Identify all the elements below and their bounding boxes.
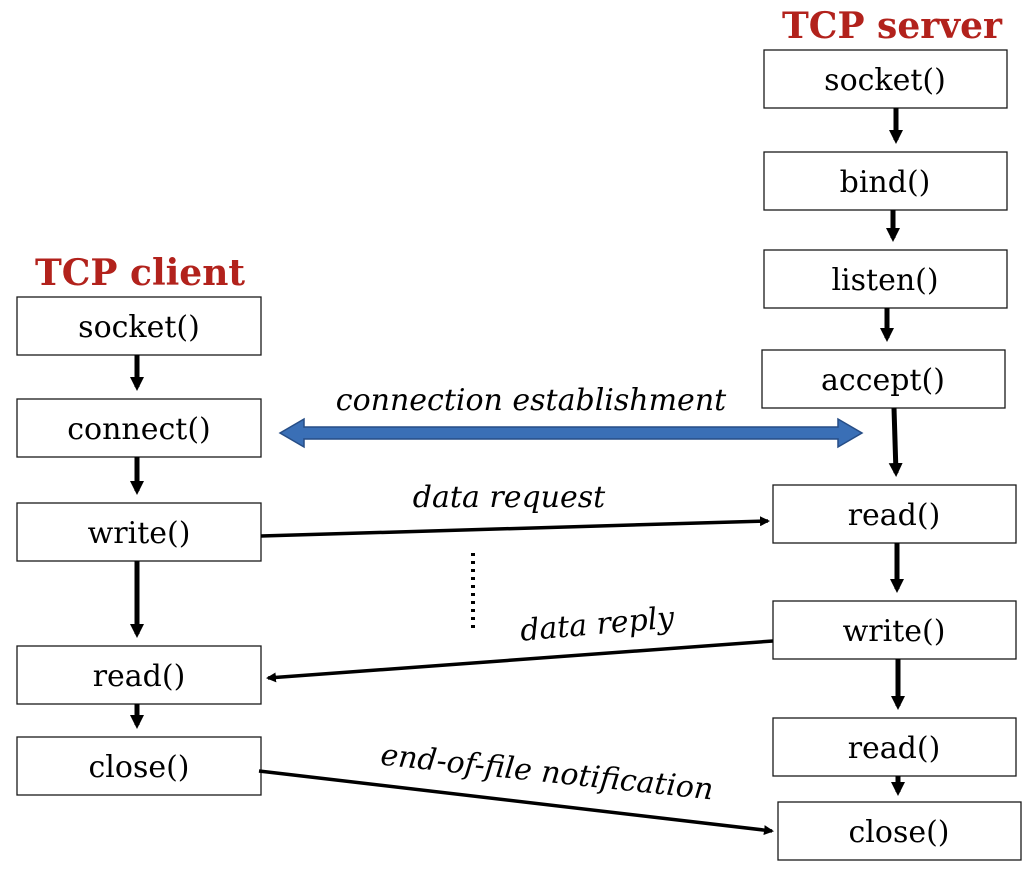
data-request-label: data request <box>413 480 606 515</box>
server-socket-label: socket() <box>824 63 946 98</box>
client-read-label: read() <box>93 659 186 694</box>
server-close-box: close() <box>777 801 1022 861</box>
data-reply-label: data reply <box>519 600 677 648</box>
server-accept-box: accept() <box>761 349 1006 409</box>
eof-notification-label: end-of-file notification <box>379 738 715 808</box>
client-close-label: close() <box>88 750 189 785</box>
server-listen-box: listen() <box>763 249 1008 309</box>
server-read2-box: read() <box>772 717 1017 777</box>
client-close-box: close() <box>16 736 262 796</box>
server-read2-label: read() <box>848 731 941 766</box>
server-flow-arrow-4 <box>888 407 903 477</box>
server-bind-label: bind() <box>840 165 931 200</box>
connection-double-arrow <box>278 417 864 449</box>
client-read-box: read() <box>16 645 262 705</box>
client-connect-box: connect() <box>16 398 262 458</box>
server-write-label: write() <box>843 614 946 649</box>
server-write-box: write() <box>772 600 1017 660</box>
server-bind-box: bind() <box>763 151 1008 211</box>
data-request-arrow <box>260 516 770 538</box>
data-reply-arrow <box>266 639 774 683</box>
server-accept-label: accept() <box>821 363 945 398</box>
server-read-label: read() <box>848 498 941 533</box>
server-listen-label: listen() <box>831 263 938 298</box>
client-socket-box: socket() <box>16 296 262 356</box>
client-connect-label: connect() <box>67 412 211 447</box>
server-read-box: read() <box>772 484 1017 544</box>
connection-establishment-label: connection establishment <box>336 383 727 418</box>
client-title: TCP client <box>35 252 245 294</box>
server-socket-box: socket() <box>763 49 1008 109</box>
client-write-label: write() <box>88 516 191 551</box>
server-close-label: close() <box>848 815 949 850</box>
client-socket-label: socket() <box>78 310 200 345</box>
eof-notification-arrow <box>258 769 774 836</box>
server-title: TCP server <box>782 5 1003 47</box>
client-write-box: write() <box>16 502 262 562</box>
